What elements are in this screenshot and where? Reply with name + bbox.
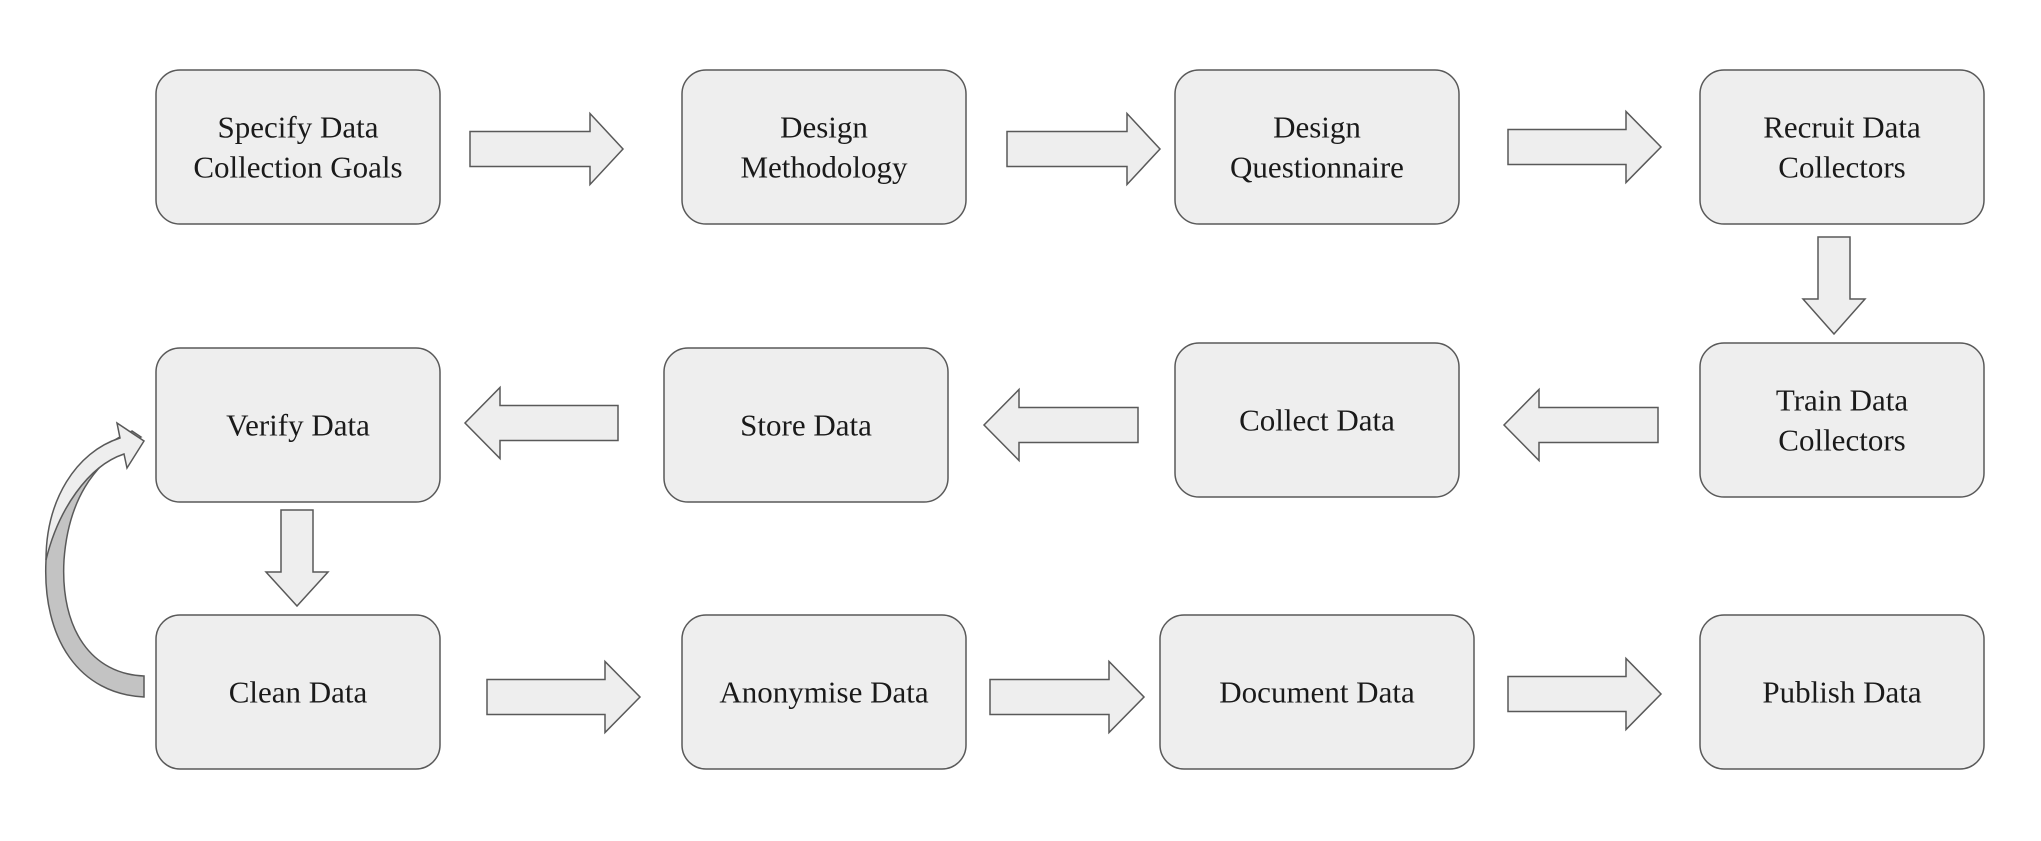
node-box [1699, 342, 1985, 498]
node-label: Verify Data [226, 408, 370, 443]
node-anonymise-data: Anonymise Data [681, 614, 967, 770]
node-label: Train Data [1776, 383, 1909, 418]
node-box [681, 614, 967, 770]
node-box [1699, 614, 1985, 770]
node-box [681, 69, 967, 225]
node-label: Questionnaire [1230, 150, 1404, 185]
node-label: Methodology [740, 150, 908, 185]
arrow-store-data-to-verify-data [463, 385, 619, 461]
node-label: Collectors [1778, 423, 1905, 458]
node-label: Collectors [1778, 150, 1905, 185]
node-label: Clean Data [229, 675, 368, 710]
node-label: Design [1273, 110, 1361, 145]
node-store-data: Store Data [663, 347, 949, 503]
node-box [155, 69, 441, 225]
node-collect-data: Collect Data [1174, 342, 1460, 498]
node-label: Design [780, 110, 868, 145]
node-box [1699, 69, 1985, 225]
node-label: Publish Data [1762, 675, 1922, 710]
node-label: Document Data [1219, 675, 1415, 710]
arrow-recruit-collectors-to-train-collectors [1801, 236, 1867, 336]
loop-arrow-clean-data-to-verify-data [45, 421, 146, 698]
node-label: Collect Data [1239, 403, 1395, 438]
node-label: Recruit Data [1763, 110, 1921, 145]
node-box [1174, 69, 1460, 225]
node-box [1159, 614, 1475, 770]
arrow-clean-data-to-anonymise-data [486, 659, 642, 735]
arrow-collect-data-to-store-data [982, 387, 1139, 463]
node-box [663, 347, 949, 503]
node-document-data: Document Data [1159, 614, 1475, 770]
node-clean-data: Clean Data [155, 614, 441, 770]
arrows-layer [45, 109, 1867, 735]
node-box [155, 347, 441, 503]
arrow-verify-data-to-clean-data [264, 509, 330, 608]
node-label: Specify Data [218, 110, 379, 145]
arrow-document-data-to-publish-data [1507, 656, 1663, 732]
node-box [1174, 342, 1460, 498]
node-label: Collection Goals [193, 150, 402, 185]
arrow-design-methodology-to-design-questionnaire [1006, 111, 1162, 187]
node-label: Anonymise Data [719, 675, 928, 710]
node-publish-data: Publish Data [1699, 614, 1985, 770]
arrow-train-collectors-to-collect-data [1502, 387, 1659, 463]
node-box [155, 614, 441, 770]
node-label: Store Data [740, 408, 872, 443]
arrow-specify-goals-to-design-methodology [469, 111, 625, 187]
arrow-anonymise-data-to-document-data [989, 659, 1146, 735]
node-verify-data: Verify Data [155, 347, 441, 503]
arrow-design-questionnaire-to-recruit-collectors [1507, 109, 1663, 185]
